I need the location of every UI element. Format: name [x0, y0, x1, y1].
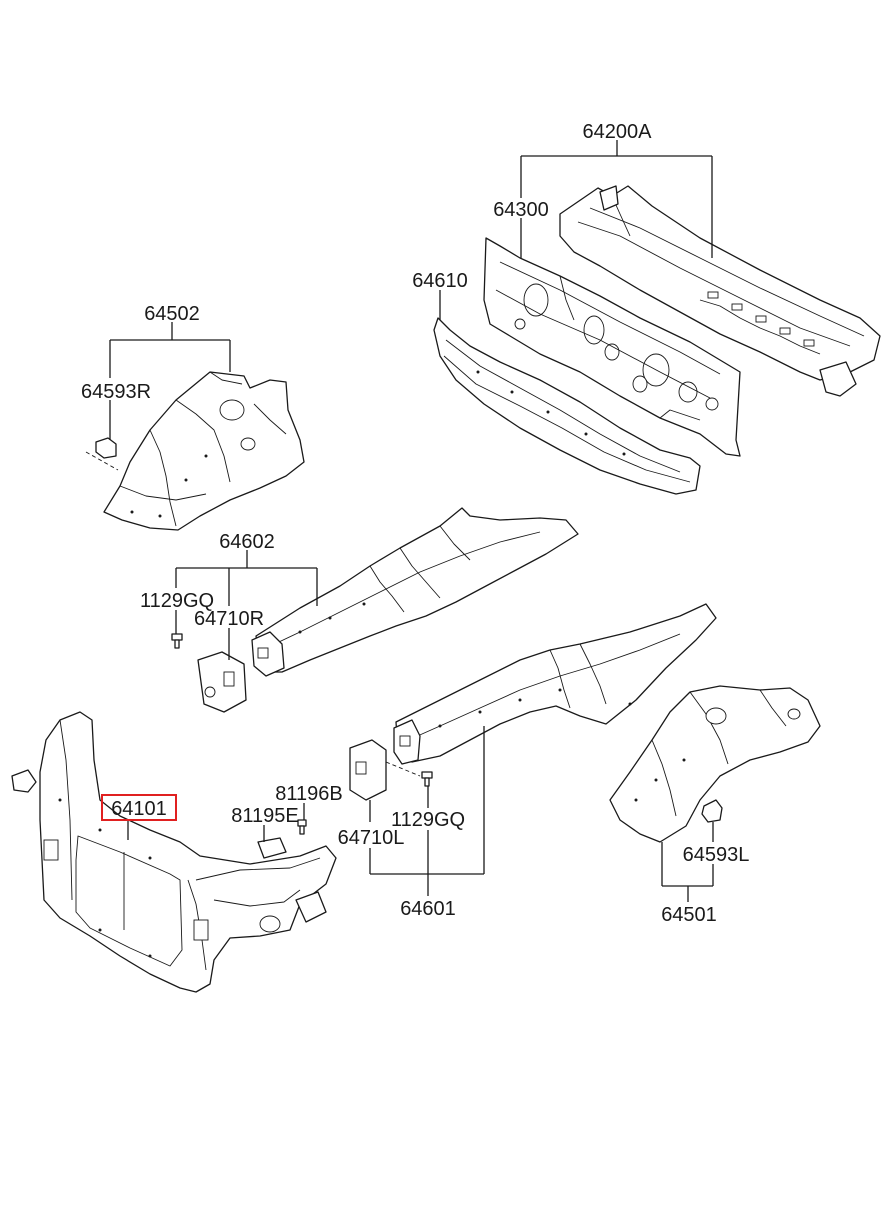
label-64602[interactable]: 64602 — [219, 531, 275, 553]
label-64501[interactable]: 64501 — [661, 904, 717, 926]
label-64101[interactable]: 64101 — [111, 798, 167, 820]
label-1129GQ-rh[interactable]: 1129GQ — [140, 590, 214, 612]
lh-side-member — [349, 603, 717, 801]
label-64593L[interactable]: 64593L — [683, 844, 750, 866]
cowl-top-panel[interactable] — [559, 185, 881, 381]
bolt-1129gq-lh[interactable] — [421, 771, 433, 787]
label-64710R[interactable]: 64710R — [194, 608, 264, 630]
cowl-cross-member[interactable] — [433, 317, 701, 495]
label-64610[interactable]: 64610 — [412, 270, 468, 292]
bracket-64710l[interactable] — [349, 739, 387, 801]
bracket-64593r[interactable] — [95, 437, 117, 459]
label-64200A[interactable]: 64200A — [583, 121, 653, 143]
rh-side-member — [171, 507, 579, 713]
radiator-support-assembly — [11, 711, 337, 993]
rh-apron-panel[interactable] — [103, 371, 305, 531]
bolt-1129gq-rh[interactable] — [171, 633, 183, 649]
label-64502[interactable]: 64502 — [144, 303, 200, 325]
bracket-64710r[interactable] — [197, 651, 247, 713]
leader-lines — [109, 140, 714, 902]
part-labels: 64200A 64300 64610 64502 64593R 64602 11… — [81, 121, 749, 926]
label-64601[interactable]: 64601 — [400, 898, 456, 920]
radiator-support-panel[interactable] — [39, 711, 337, 993]
label-64593R[interactable]: 64593R — [81, 381, 151, 403]
label-64710L[interactable]: 64710L — [338, 827, 405, 849]
label-81196B[interactable]: 81196B — [275, 783, 342, 805]
label-1129GQ-lh[interactable]: 1129GQ — [391, 809, 465, 831]
clip-81195e[interactable] — [257, 837, 287, 859]
cowl-panel-assembly — [433, 185, 881, 495]
label-81195E[interactable]: 81195E — [231, 805, 298, 827]
lh-side-member-rail[interactable] — [395, 603, 717, 763]
highlight-box-64101 — [101, 794, 177, 821]
rh-front-apron — [85, 371, 305, 531]
rh-side-member-rail[interactable] — [255, 507, 579, 673]
lh-front-apron — [609, 685, 821, 843]
label-64300[interactable]: 64300 — [493, 199, 549, 221]
bracket-64593l[interactable] — [701, 799, 723, 823]
clip-81196b[interactable] — [297, 819, 307, 835]
lh-apron-panel[interactable] — [609, 685, 821, 843]
